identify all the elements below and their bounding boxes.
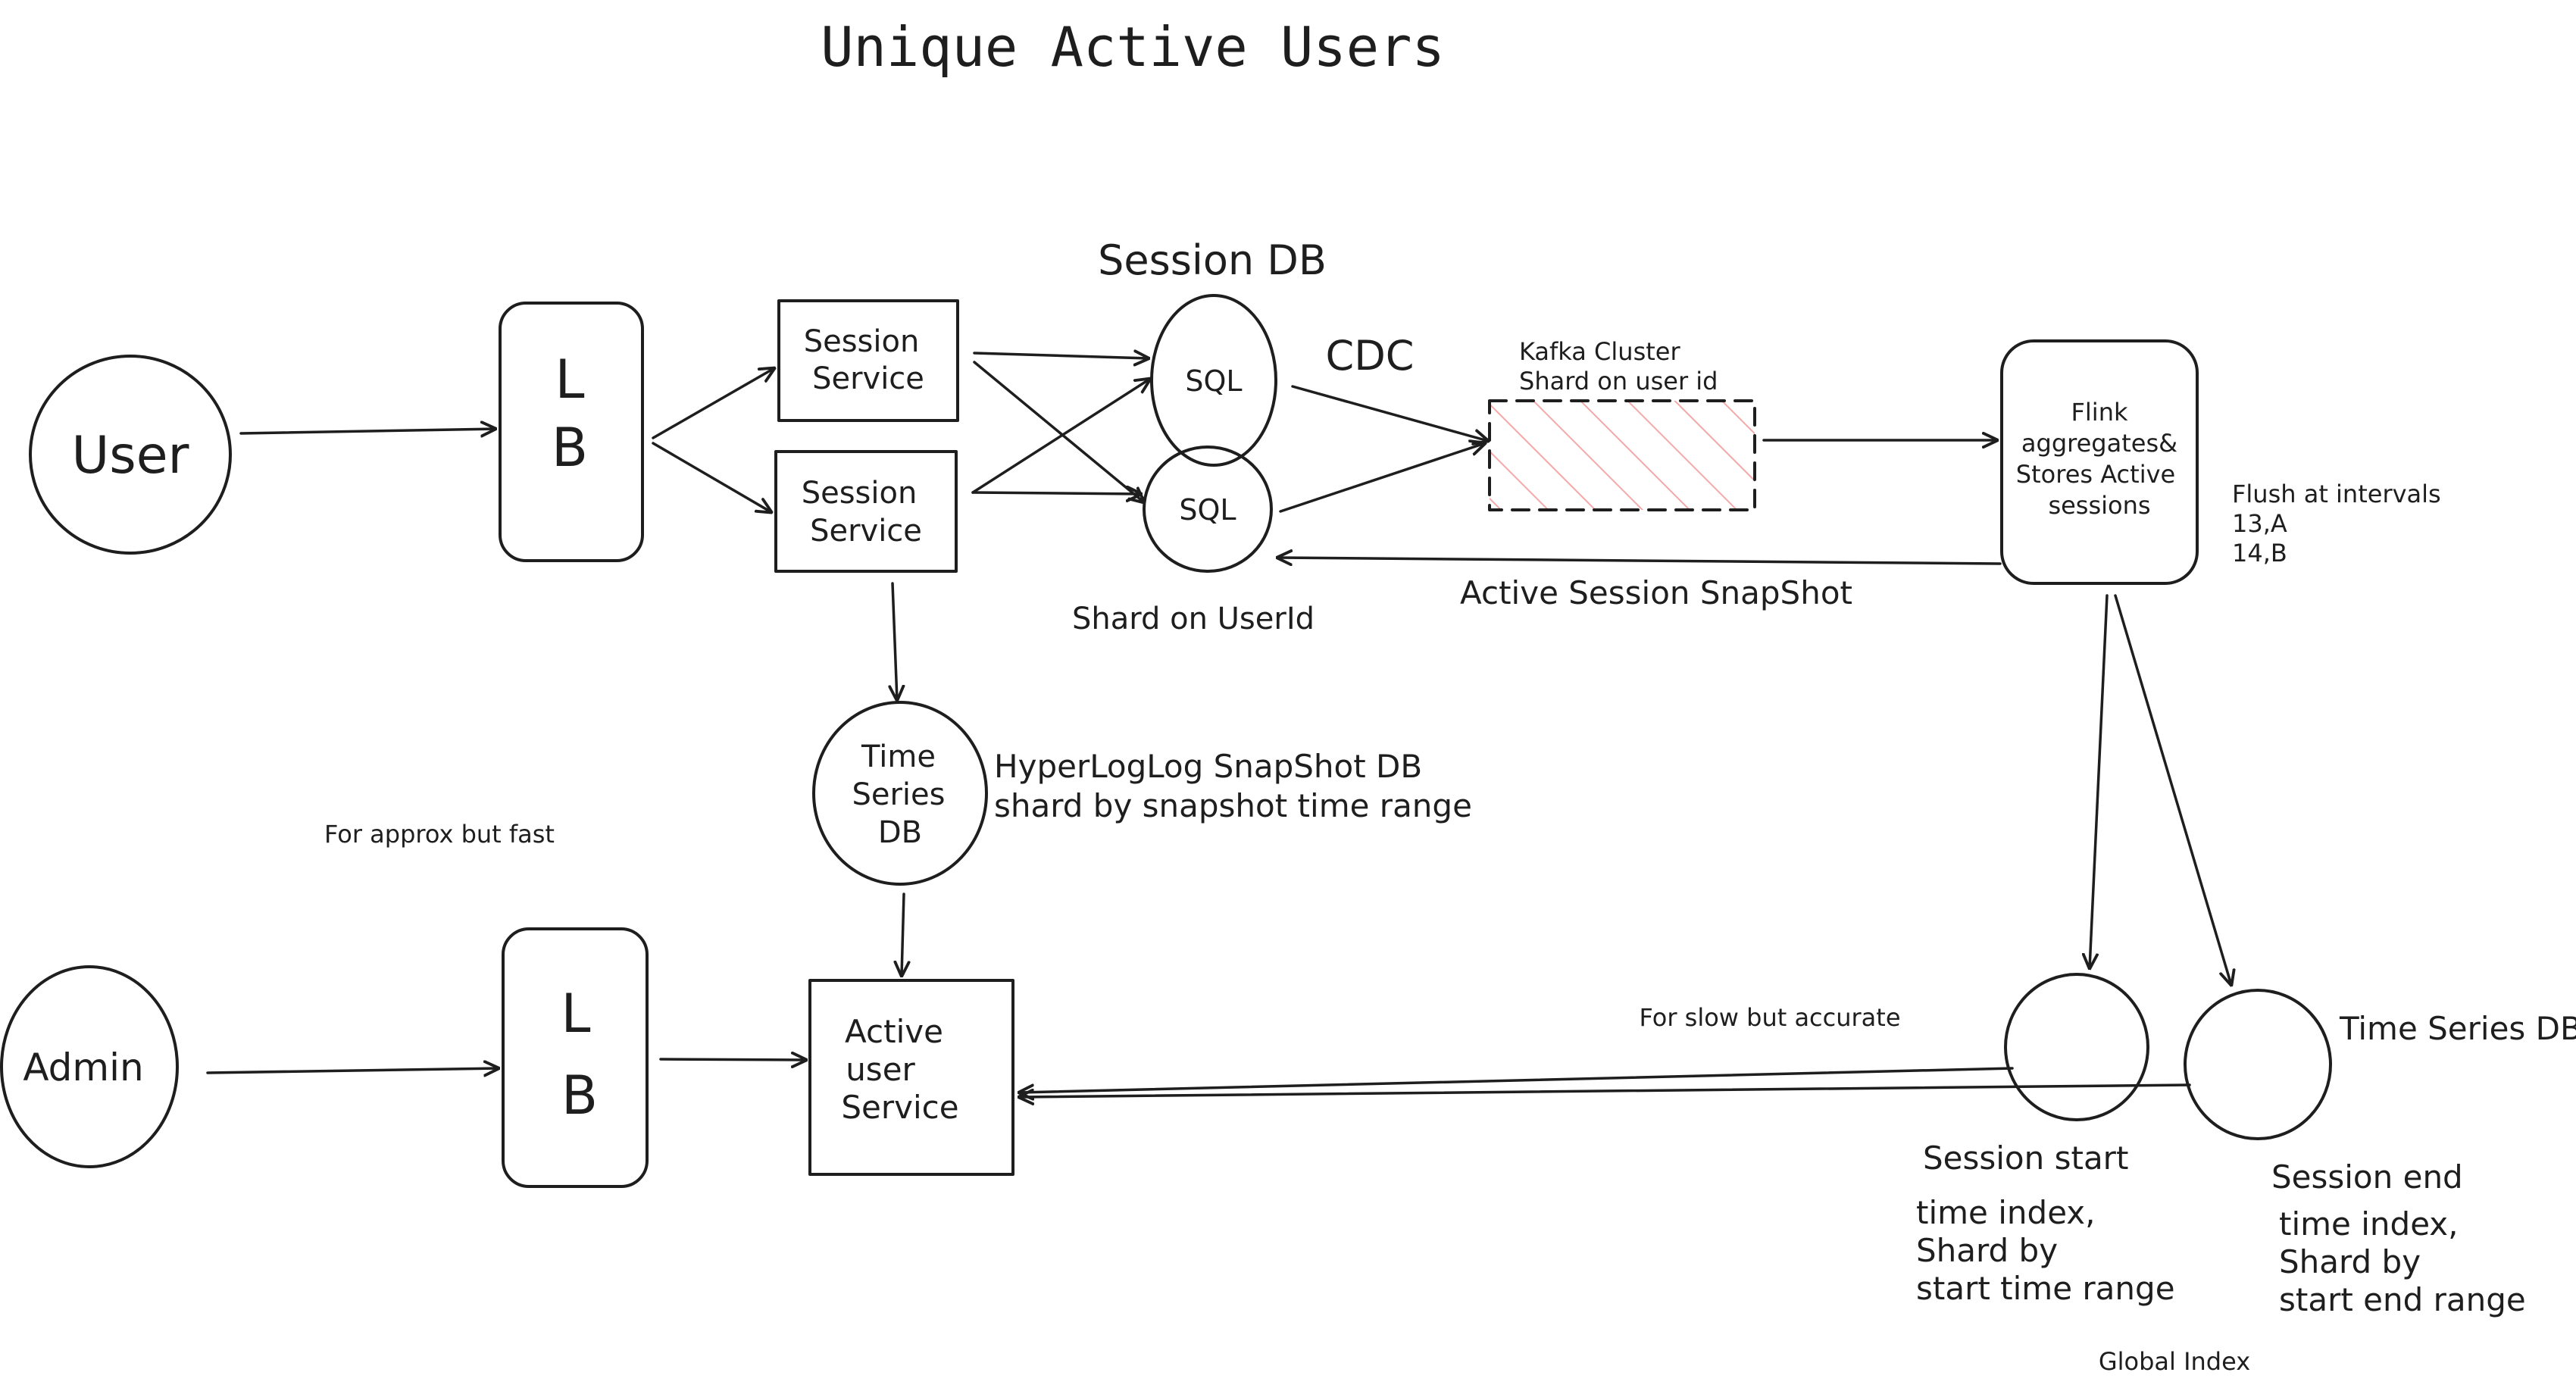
admin-node: Admin	[0, 965, 179, 1168]
session-start-db	[2004, 973, 2149, 1121]
flink-node: Flink aggregates& Stores Active sessions	[2000, 339, 2199, 585]
hyperloglog-line-1: HyperLogLog SnapShot DB	[994, 748, 1422, 785]
edge-flink-to-session-end	[2114, 594, 2231, 985]
active-user-service-line-3: Service	[841, 1089, 958, 1126]
hyperloglog-line-2: shard by snapshot time range	[994, 787, 1472, 824]
edge-session-start-to-active-user-service	[1019, 1067, 2014, 1093]
flush-note: Flush at intervals 13,A 14,B	[2232, 480, 2441, 567]
edge-ss2-to-sql1	[971, 379, 1150, 494]
session-service-1-line-1: Session	[804, 324, 920, 359]
user-node: User	[29, 355, 232, 555]
kafka-label-line-1: Kafka Cluster	[1519, 337, 1680, 366]
edge-lb-to-session-service-1	[652, 368, 774, 439]
session-start-title: Session start	[1923, 1139, 2128, 1177]
time-series-db-right-label: Time Series DB	[2339, 1010, 2576, 1047]
ts-db-top-line-2: Series	[852, 777, 945, 812]
flush-note-line-3: 14,B	[2232, 539, 2287, 567]
kafka-label-line-2: Shard on user id	[1519, 367, 1718, 395]
edge-ss2-to-sql2	[971, 492, 1141, 494]
sql-node-1: SQL	[1150, 294, 1277, 467]
load-balancer-bottom: L B	[502, 927, 649, 1188]
flink-line-1: Flink	[2071, 398, 2128, 427]
user-label: User	[72, 426, 189, 486]
edge-user-to-lb	[239, 429, 496, 433]
session-service-1: Session Service	[777, 299, 959, 422]
global-index-note: Global Index	[2099, 1347, 2250, 1376]
edge-sql2-to-kafka	[1279, 443, 1485, 513]
edge-ss1-to-sql2	[973, 361, 1144, 502]
session-db-label: Session DB	[1098, 236, 1327, 284]
session-start-line-3: start time range	[1916, 1270, 2175, 1307]
session-service-2-line-1: Session	[802, 476, 918, 511]
sql-1-label: SQL	[1185, 364, 1242, 398]
approx-note: For approx but fast	[324, 820, 555, 849]
flush-note-line-2: 13,A	[2232, 509, 2287, 538]
flink-line-3: Stores Active	[2016, 460, 2175, 489]
session-end-line-1: time index,	[2279, 1205, 2459, 1243]
hyperloglog-note: HyperLogLog SnapShot DB shard by snapsho…	[994, 748, 1472, 824]
session-end-title: Session end	[2271, 1158, 2463, 1196]
session-start-notes: Session start time index, Shard by start…	[1916, 1139, 2175, 1307]
kafka-cluster: Kafka Cluster Shard on user id	[1488, 337, 1756, 511]
edges	[206, 353, 2231, 1097]
active-session-snapshot-label: Active Session SnapShot	[1460, 574, 1852, 611]
session-start-line-1: time index,	[1916, 1194, 2096, 1231]
session-service-1-line-2: Service	[812, 361, 924, 396]
cdc-label: CDC	[1326, 332, 1415, 380]
flink-line-2: aggregates&	[2021, 429, 2177, 458]
edge-admin-to-lb-bottom	[206, 1068, 499, 1073]
sql-node-2: SQL	[1143, 445, 1273, 573]
active-user-service: Active user Service	[808, 979, 1014, 1176]
session-end-line-2: Shard by	[2279, 1243, 2421, 1280]
active-user-service-line-2: user	[846, 1051, 915, 1088]
session-service-2-line-2: Service	[810, 514, 922, 549]
ts-db-top-line-3: DB	[878, 815, 922, 850]
session-start-line-2: Shard by	[1916, 1232, 2058, 1269]
edge-ss1-to-sql1	[973, 353, 1149, 358]
session-end-db	[2184, 989, 2332, 1140]
edge-flink-to-session-start	[2090, 594, 2109, 968]
diagram-title: Unique Active Users	[821, 15, 1445, 79]
edge-flink-to-sql-snapshot	[1277, 558, 2002, 564]
ts-db-top-line-1: Time	[861, 739, 936, 774]
admin-label: Admin	[23, 1046, 143, 1089]
lb-bottom-line-1: L	[561, 983, 591, 1045]
edge-lb-bottom-to-active-user-service	[659, 1059, 806, 1060]
sql-2-label: SQL	[1179, 493, 1236, 527]
lb-top-line-2: B	[552, 417, 588, 479]
edge-lb-to-session-service-2	[652, 442, 771, 512]
session-end-notes: Session end time index, Shard by start e…	[2271, 1158, 2526, 1318]
edge-ts-db-to-active-user-service	[902, 893, 904, 976]
lb-top-line-1: L	[555, 349, 585, 411]
shard-on-userid-note: Shard on UserId	[1072, 602, 1315, 636]
slow-note: For slow but accurate	[1639, 1003, 1900, 1032]
session-service-2: Session Service	[774, 450, 958, 573]
edge-session-end-to-active-user-service	[1019, 1083, 2191, 1097]
flink-line-4: sessions	[2048, 491, 2150, 520]
active-user-service-line-1: Active	[845, 1013, 943, 1050]
edge-sql1-to-kafka	[1291, 385, 1488, 441]
flush-note-line-1: Flush at intervals	[2232, 480, 2441, 508]
time-series-db-top: Time Series DB	[812, 701, 988, 886]
session-end-line-3: start end range	[2279, 1281, 2526, 1318]
lb-bottom-line-2: B	[561, 1064, 598, 1127]
edge-ss2-to-ts-db	[893, 582, 897, 700]
load-balancer-top: L B	[499, 302, 644, 562]
